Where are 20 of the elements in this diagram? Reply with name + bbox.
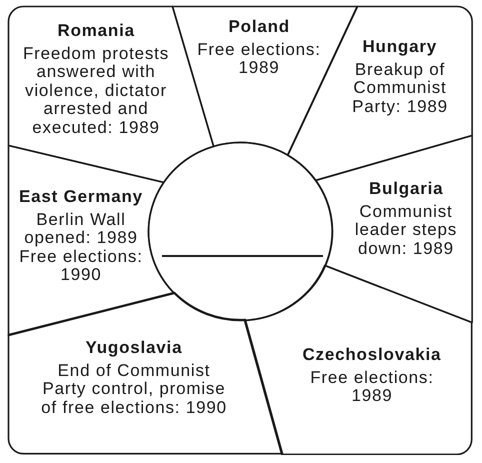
event-text: Free elections: 1989 xyxy=(309,368,434,406)
wedge-panel xyxy=(6,291,284,456)
event-text: Breakup of Communist Party: 1989 xyxy=(351,60,448,116)
country-heading: Bulgaria xyxy=(368,180,444,198)
wedge-panel xyxy=(243,264,474,456)
event-text: Communist leader steps down: 1989 xyxy=(354,202,458,258)
country-heading: Poland xyxy=(228,18,290,36)
country-heading: Hungary xyxy=(362,38,438,56)
event-text: End of Communist Party control, promise of free elections: 1990 xyxy=(40,362,228,418)
country-heading: Czechoslovakia xyxy=(302,346,442,364)
event-text: Freedom protests answered with violence, dictator arrested and executed: 1989 xyxy=(22,44,170,138)
country-heading: Yugoslavia xyxy=(86,338,182,358)
event-text: Free elections: 1989 xyxy=(196,40,322,78)
event-text: Free elections: 1990 xyxy=(18,248,144,285)
wedge-panel xyxy=(314,134,474,324)
center-circle xyxy=(146,140,334,322)
event-text: Berlin Wall opened: 1989 xyxy=(24,210,138,248)
wedge-panel xyxy=(6,144,176,336)
country-heading: Romania xyxy=(58,22,135,40)
country-heading: East Germany xyxy=(19,188,143,206)
